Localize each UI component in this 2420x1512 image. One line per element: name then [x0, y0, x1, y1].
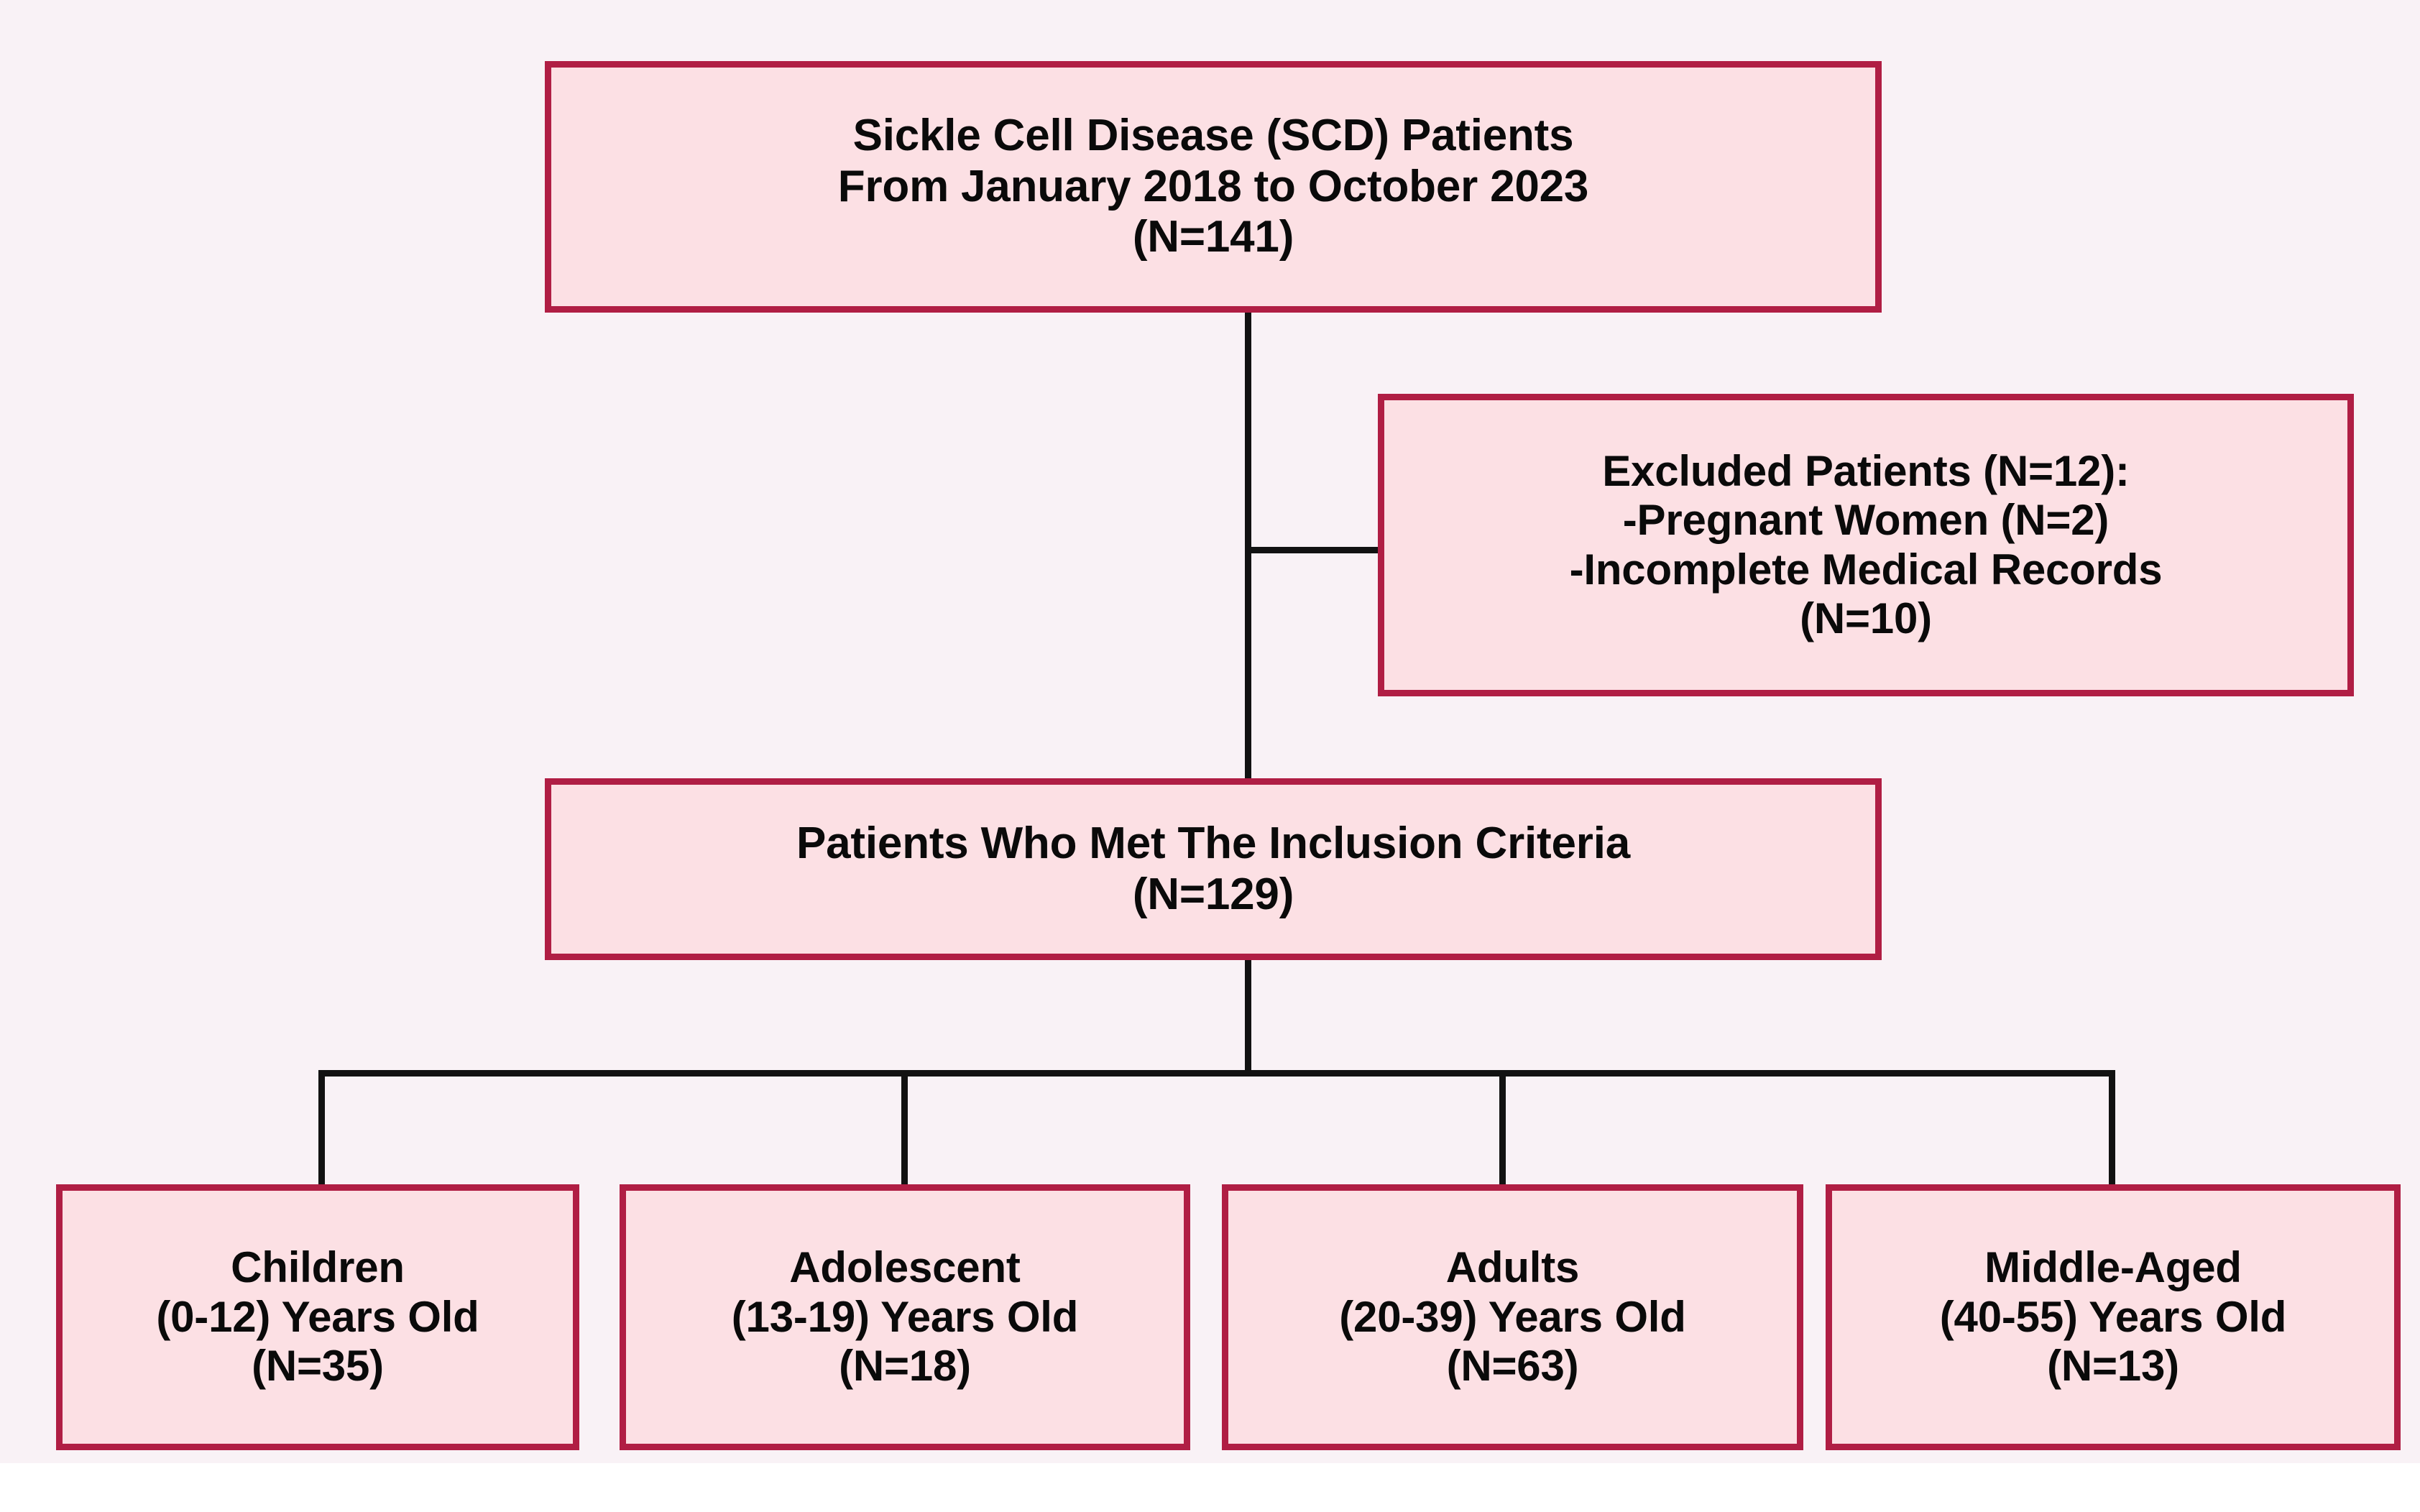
connector-group-distributor-bar	[318, 1070, 2115, 1077]
node-included-patients: Patients Who Met The Inclusion Criteria …	[545, 778, 1882, 960]
node-excluded-patients: Excluded Patients (N=12): -Pregnant Wome…	[1378, 394, 2354, 696]
node-age-group-adults: Adults (20-39) Years Old (N=63)	[1222, 1184, 1803, 1450]
connector-to-excluded-box	[1245, 547, 1381, 553]
node-adolescent-line-1: Adolescent	[789, 1243, 1021, 1292]
node-age-group-children: Children (0-12) Years Old (N=35)	[56, 1184, 579, 1450]
connector-drop-adolescent	[901, 1070, 908, 1186]
node-middleaged-line-2: (40-55) Years Old	[1939, 1292, 2287, 1341]
node-excluded-line-4: (N=10)	[1800, 594, 1932, 642]
node-excluded-line-1: Excluded Patients (N=12):	[1602, 446, 2130, 495]
node-source-line-1: Sickle Cell Disease (SCD) Patients	[852, 110, 1574, 160]
connector-drop-adults	[1499, 1070, 1506, 1186]
node-children-line-1: Children	[231, 1243, 405, 1292]
node-excluded-line-2: -Pregnant Women (N=2)	[1622, 496, 2110, 545]
node-age-group-middle-aged: Middle-Aged (40-55) Years Old (N=13)	[1826, 1184, 2401, 1450]
node-adults-line-1: Adults	[1445, 1243, 1580, 1292]
node-included-line-1: Patients Who Met The Inclusion Criteria	[796, 818, 1630, 868]
node-middleaged-line-1: Middle-Aged	[1984, 1243, 2242, 1292]
node-source-population: Sickle Cell Disease (SCD) Patients From …	[545, 61, 1882, 313]
connector-drop-children	[318, 1070, 325, 1186]
node-adults-line-3: (N=63)	[1446, 1342, 1579, 1391]
node-middleaged-line-3: (N=13)	[2047, 1342, 2179, 1391]
node-excluded-line-3: -Incomplete Medical Records	[1569, 545, 2163, 594]
node-age-group-adolescent: Adolescent (13-19) Years Old (N=18)	[620, 1184, 1190, 1450]
node-adults-line-2: (20-39) Years Old	[1339, 1292, 1686, 1341]
connector-included-to-groups	[1245, 959, 1251, 1076]
node-children-line-3: (N=35)	[252, 1342, 384, 1391]
connector-source-to-included	[1245, 312, 1251, 779]
node-children-line-2: (0-12) Years Old	[156, 1292, 479, 1341]
node-included-line-2: (N=129)	[1132, 869, 1294, 919]
node-source-line-3: (N=141)	[1132, 212, 1294, 262]
node-source-line-2: From January 2018 to October 2023	[837, 161, 1589, 211]
connector-drop-middle-aged	[2109, 1070, 2115, 1186]
node-adolescent-line-3: (N=18)	[839, 1342, 971, 1391]
node-adolescent-line-2: (13-19) Years Old	[731, 1292, 1079, 1341]
